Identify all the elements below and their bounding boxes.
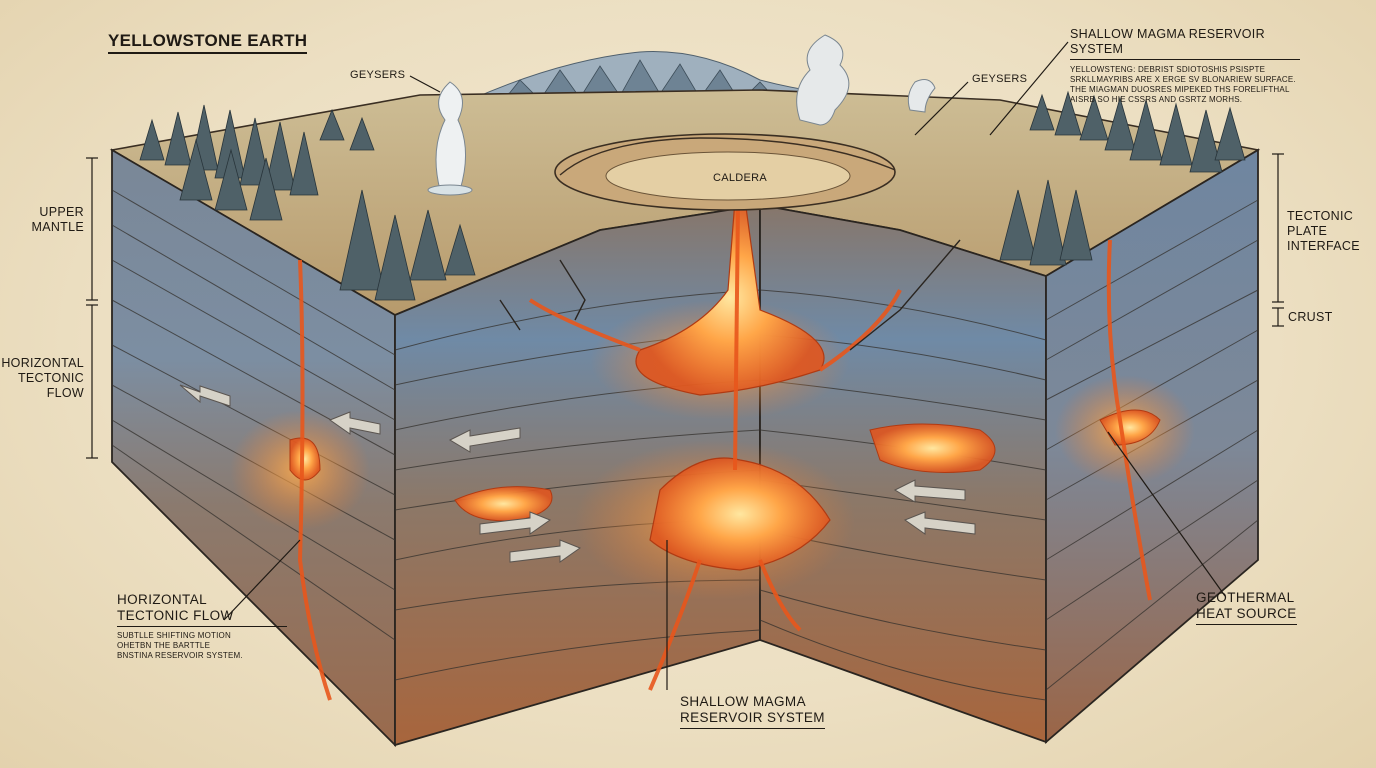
flow-arrow-icon <box>509 539 582 563</box>
callout-bottom-left-line: SUBTLLE SHIFTING MOTION <box>117 631 231 641</box>
flow-arrow-icon <box>479 511 552 535</box>
tectonic-interface-line-3: INTERFACE <box>1287 239 1360 253</box>
callout-bottom-left: HORIZONTAL TECTONIC FLOW SUBTLLE SHIFTIN… <box>117 592 287 661</box>
callout-bottom-left-line: BNSTINA RESERVOIR SYSTEM. <box>117 651 243 661</box>
flow-arrow-icon <box>448 427 521 453</box>
flow-arrow-icon <box>903 511 976 535</box>
geothermal-line-2: HEAT SOURCE <box>1196 606 1297 626</box>
tectonic-interface-label: TECTONIC PLATE INTERFACE <box>1287 209 1360 254</box>
horizontal-flow-label-left: HORIZONTAL TECTONIC FLOW <box>0 356 84 401</box>
shallow-magma-bottom-line-1: SHALLOW MAGMA <box>680 694 806 709</box>
caldera-crater <box>554 133 896 211</box>
callout-bottom-left-text: SUBTLLE SHIFTING MOTION OHETBN THE BARTT… <box>117 631 287 661</box>
upper-mantle-label: UPPER MANTLE <box>20 205 84 235</box>
callout-top-right-line: YELLOWSTENG: DEBRIST SDIOTOSHIS PSISPTE <box>1070 65 1266 74</box>
flow-arrows <box>179 384 976 563</box>
magma-system <box>230 199 1195 701</box>
callout-bottom-left-heading-1: HORIZONTAL <box>117 592 208 607</box>
upper-mantle-line-2: MANTLE <box>31 220 84 234</box>
leader-lines <box>86 41 1284 690</box>
callout-top-right-line: SRKLLMAYRIBS ARE X ERGE SV BLONARIEW SUR… <box>1070 75 1296 84</box>
horizontal-flow-line-3: FLOW <box>46 386 84 400</box>
geyser-plume-icon <box>796 34 936 126</box>
geothermal-line-1: GEOTHERMAL <box>1196 590 1295 605</box>
caldera-label: CALDERA <box>713 172 768 184</box>
callout-top-right-line: THE MIAGMAN DUOSRES MIPEKED THS FORELIFT… <box>1070 85 1290 94</box>
tectonic-interface-line-1: TECTONIC <box>1287 209 1354 223</box>
geyser-plume-icon <box>427 81 473 196</box>
callout-top-right-heading: SHALLOW MAGMA RESERVOIR SYSTEM <box>1070 27 1300 60</box>
tectonic-interface-line-2: PLATE <box>1287 224 1328 238</box>
flow-arrow-icon <box>179 384 231 407</box>
geysers-label-left: GEYSERS <box>350 69 406 81</box>
callout-bottom-left-line: OHETBN THE BARTTLE <box>117 641 211 651</box>
geothermal-label: GEOTHERMAL HEAT SOURCE <box>1196 590 1297 626</box>
upper-mantle-line-1: UPPER <box>39 205 84 219</box>
callout-bottom-left-heading-2: TECTONIC FLOW <box>117 608 287 628</box>
callout-top-right-line: AISRB SO HIE CSSRS AND GSRTZ MORHS. <box>1070 95 1243 104</box>
geysers-label-right: GEYSERS <box>972 73 1028 85</box>
callout-top-right-text: YELLOWSTENG: DEBRIST SDIOTOSHIS PSISPTE … <box>1070 65 1300 105</box>
flow-arrow-icon <box>328 411 381 435</box>
fault-lines <box>499 239 961 351</box>
shallow-magma-label-bottom: SHALLOW MAGMA RESERVOIR SYSTEM <box>680 694 825 730</box>
horizontal-flow-line-2: TECTONIC <box>17 371 84 385</box>
callout-top-right: SHALLOW MAGMA RESERVOIR SYSTEM YELLOWSTE… <box>1070 27 1300 105</box>
flow-arrow-icon <box>893 479 966 503</box>
crust-label: CRUST <box>1288 310 1333 324</box>
pine-tree-icon <box>139 90 1246 301</box>
page-title: YELLOWSTONE EARTH <box>108 31 308 55</box>
horizontal-flow-line-1: HORIZONTAL <box>1 356 84 370</box>
shallow-magma-bottom-line-2: RESERVOIR SYSTEM <box>680 710 825 730</box>
